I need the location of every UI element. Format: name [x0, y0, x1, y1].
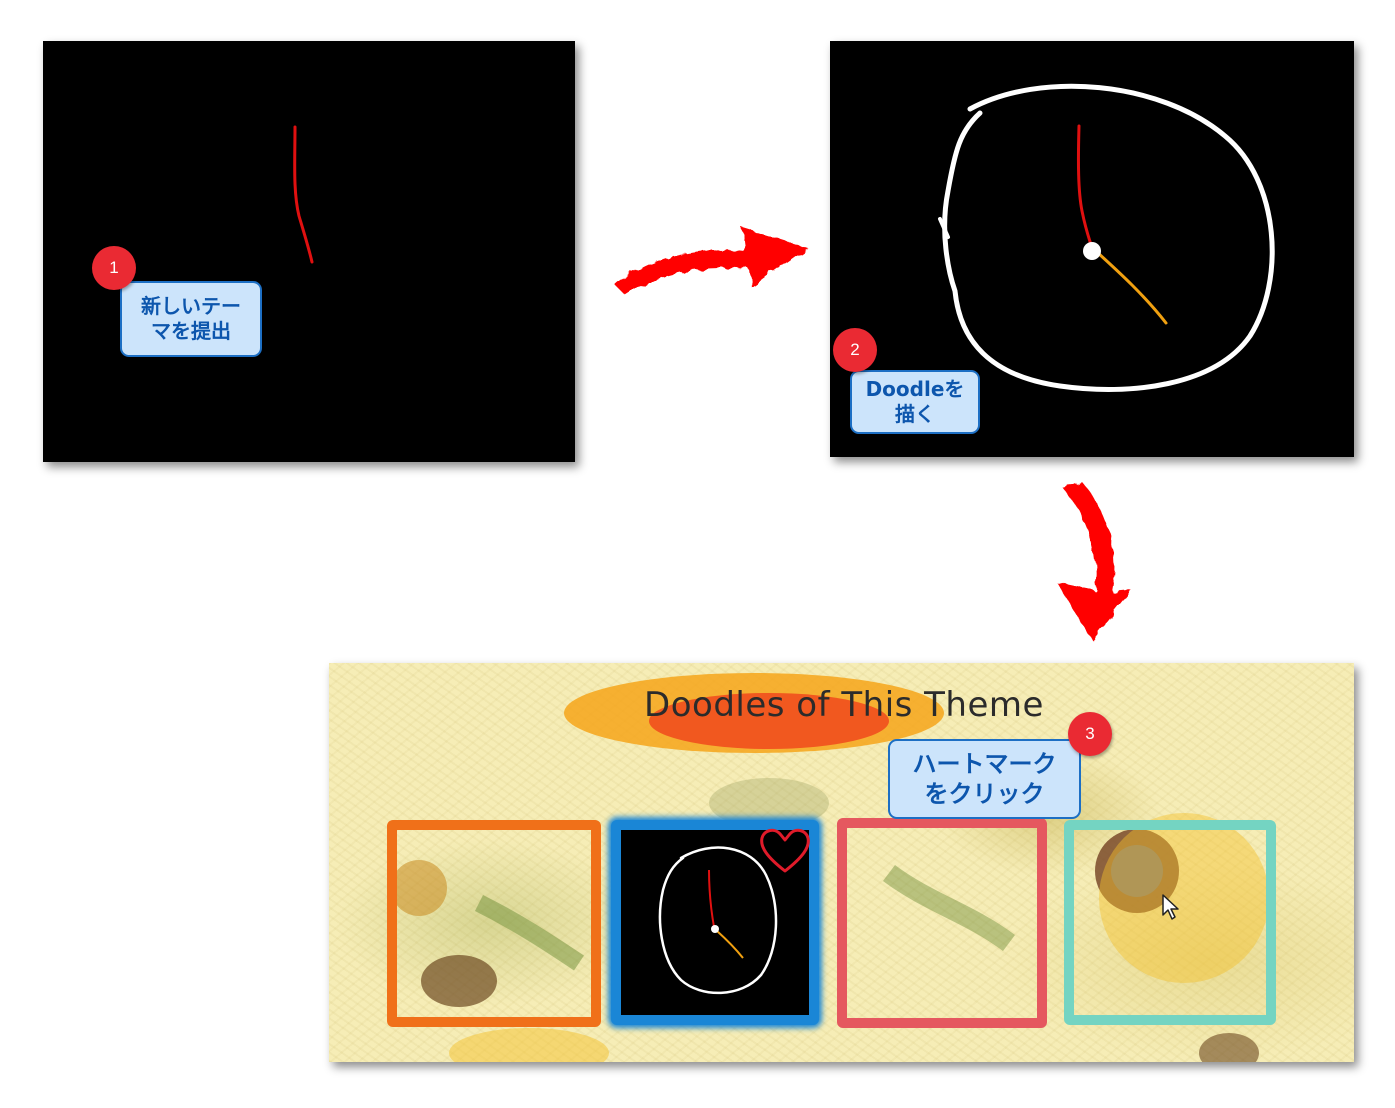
arrow-down [1056, 480, 1132, 640]
doodle-thumbnail-clock[interactable] [611, 820, 819, 1025]
callout-1-line1: 新しいテー [141, 294, 241, 318]
step-badge-2: 2 [833, 328, 877, 372]
thumb-hour-hand [708, 869, 715, 928]
callout-2-line2: 描く [894, 402, 935, 426]
callout-draw-doodle: Doodleを 描く [850, 370, 980, 434]
hour-hand [1076, 124, 1094, 250]
white-tick [938, 217, 950, 239]
callout-click-heart: ハートマーク をクリック [888, 739, 1081, 819]
thumb-clock-center [711, 925, 719, 933]
red-stroke [293, 125, 314, 264]
callout-2-line1: Doodleを [865, 377, 965, 401]
heart-icon[interactable] [757, 823, 813, 875]
gallery-title: Doodles of This Theme [644, 685, 1044, 725]
doodle-thumbnail-pink[interactable] [837, 818, 1047, 1028]
mouse-cursor-icon [1162, 894, 1179, 920]
canvas-drawing [293, 125, 314, 264]
callout-3-line2: をクリック [924, 780, 1045, 808]
step-badge-1: 1 [92, 246, 136, 290]
drawing-canvas-start[interactable] [43, 41, 575, 462]
callout-submit-theme: 新しいテー マを提出 [120, 281, 262, 357]
callout-3-line1: ハートマーク [912, 750, 1057, 778]
clock-thumbnail [658, 846, 778, 995]
doodle-thumbnail-teal[interactable] [1064, 820, 1276, 1025]
arrow-right [615, 228, 808, 295]
clock-doodle [938, 83, 1275, 392]
white-circle-stroke [942, 83, 1275, 392]
theme-gallery: Doodles of This Theme [329, 663, 1354, 1062]
step-badge-3: 3 [1068, 712, 1112, 756]
doodle-thumbnail-orange[interactable] [387, 820, 601, 1027]
callout-1-line2: マを提出 [151, 319, 231, 343]
clock-center [1083, 242, 1101, 260]
thumb-minute-hand [716, 930, 744, 959]
thumb-circle-stroke [658, 846, 778, 995]
minute-hand [1096, 251, 1168, 325]
